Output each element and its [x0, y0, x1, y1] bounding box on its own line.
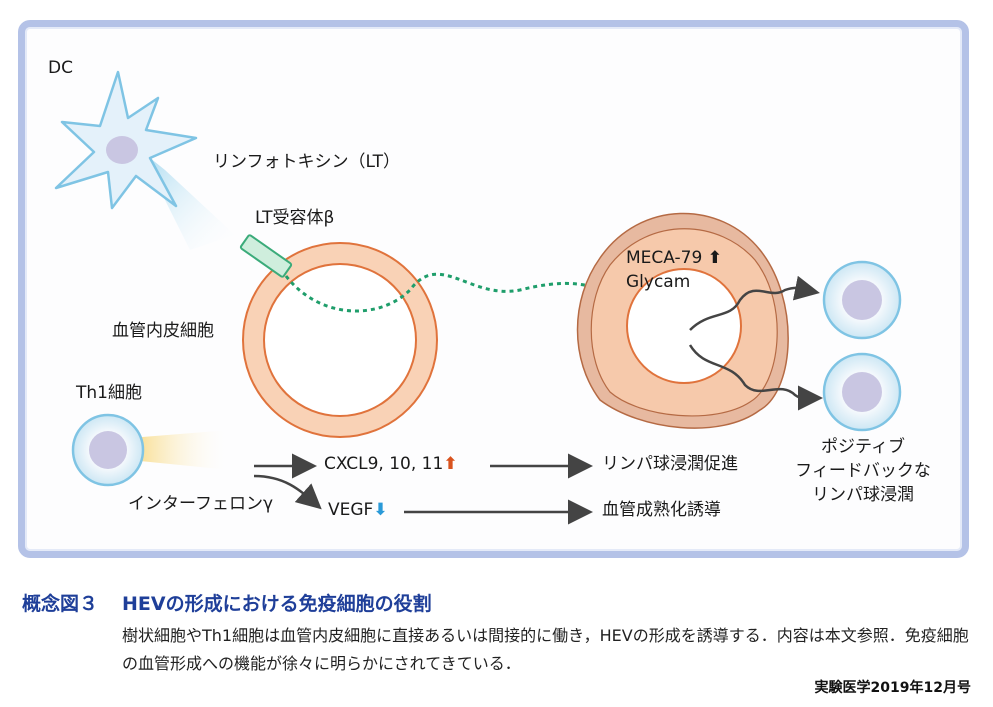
label-glycam: Glycam — [626, 272, 691, 292]
caption-title: HEVの形成における免疫細胞の役割 — [122, 593, 432, 615]
label-lymphotoxin: リンフォトキシン（LT） — [213, 152, 401, 172]
label-dc: DC — [48, 58, 73, 78]
label-positive-feedback-2: フィードバックな — [795, 461, 931, 481]
cxcl-up-icon: ⬆ — [443, 454, 458, 474]
arrow-to-vegf — [253, 474, 322, 510]
label-meca-text: MECA-79 — [626, 248, 703, 268]
label-lt-receptor: LT受容体β — [255, 208, 335, 228]
lymphocyte-lower — [822, 352, 902, 432]
meca-up-icon: ⬆ — [707, 248, 722, 268]
label-interferon: インターフェロンγ — [128, 494, 274, 514]
dc-nucleus — [106, 136, 138, 164]
label-th1: Th1細胞 — [76, 383, 142, 403]
signal-path — [284, 272, 628, 313]
label-cxcl: CXCL9, 10, 11⬆ — [324, 454, 458, 474]
dendritic-cell — [54, 70, 198, 210]
label-vegf-text: VEGF — [328, 500, 374, 520]
hev-vessel — [576, 212, 789, 429]
migration-path-lower — [688, 344, 823, 411]
lymphotoxin-beam — [140, 150, 235, 250]
lymphocyte-upper — [822, 260, 902, 340]
lt-receptor — [239, 234, 293, 278]
label-positive-feedback-1: ポジティブ — [821, 437, 905, 457]
label-cxcl-text: CXCL9, 10, 11 — [324, 454, 444, 474]
interferon-beam — [130, 430, 230, 470]
migration-path-upper — [689, 275, 820, 331]
label-vessel-maturation: 血管成熟化誘導 — [602, 500, 721, 520]
caption-body: 樹状細胞やTh1細胞は血管内皮細胞に直接あるいは間接的に働き，HEVの形成を誘導… — [122, 626, 969, 673]
label-positive-feedback-3: リンパ球浸潤 — [812, 485, 914, 505]
label-endothelial: 血管内皮細胞 — [112, 321, 214, 341]
label-vegf: VEGF⬇ — [328, 500, 388, 520]
caption-number: 概念図３ — [22, 593, 99, 615]
blood-vessel — [242, 242, 438, 438]
label-meca: MECA-79 ⬆ — [626, 248, 722, 268]
caption-source: 実験医学2019年12月号 — [814, 680, 971, 696]
th1-cell — [71, 413, 145, 487]
vegf-down-icon: ⬇ — [373, 500, 388, 520]
label-lymph-promote: リンパ球浸潤促進 — [602, 454, 738, 474]
